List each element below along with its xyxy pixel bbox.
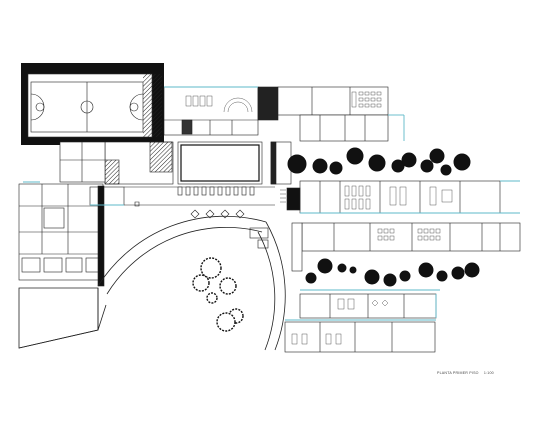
stairs — [262, 91, 286, 203]
east-wing-lower — [284, 293, 437, 353]
north-wing-furniture — [185, 91, 382, 113]
classroom-furniture — [291, 185, 453, 345]
gymnasium — [21, 63, 164, 145]
east-wing-middle — [291, 222, 521, 272]
drawing-caption: PLANTA PRIMER PISO 1:100 — [437, 371, 498, 375]
north-wing — [163, 86, 389, 142]
central-hall — [124, 186, 275, 249]
basketball-court — [30, 81, 144, 133]
tree-row-south — [305, 258, 480, 287]
west-wing — [18, 183, 125, 287]
caption-scale: 1:100 — [483, 371, 494, 375]
curved-courtyard — [18, 215, 286, 351]
central-block — [59, 141, 292, 185]
tree-row-north — [287, 147, 471, 176]
caption-title: PLANTA PRIMER PISO — [437, 371, 479, 375]
tree-courtyard — [192, 257, 244, 332]
trees — [192, 147, 480, 332]
circulation-lines — [23, 86, 520, 321]
